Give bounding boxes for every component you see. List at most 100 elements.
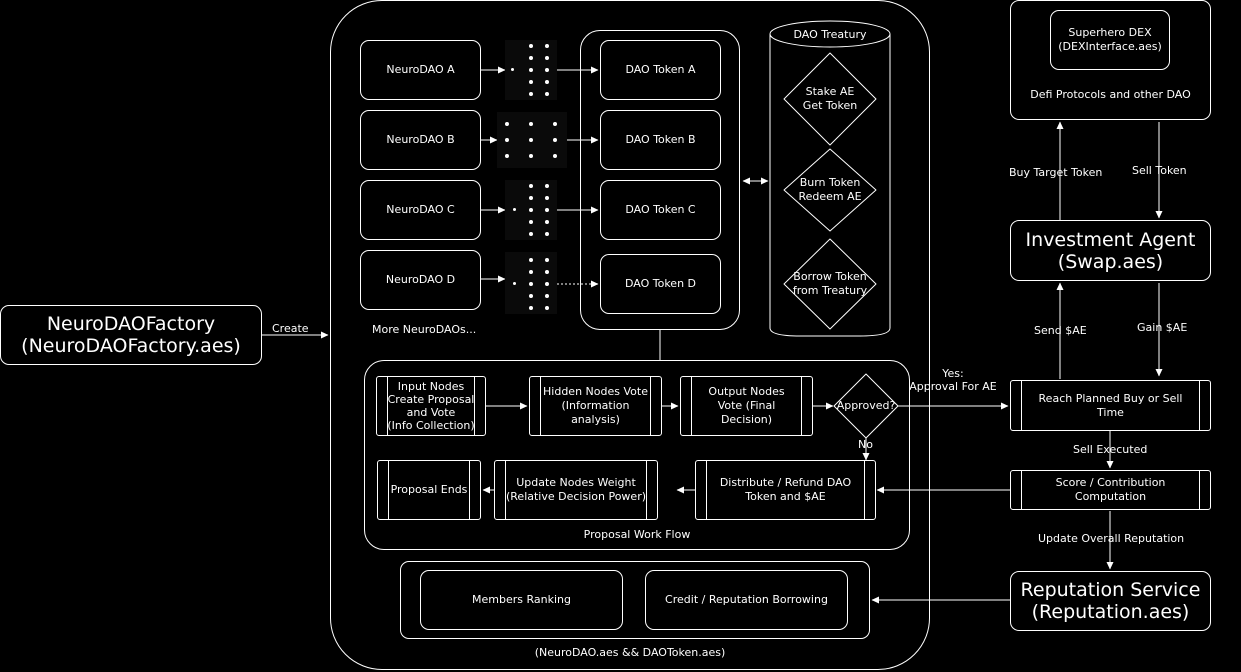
factory-file: (NeuroDAOFactory.aes) bbox=[21, 335, 241, 357]
agent-box[interactable]: Investment Agent (Swap.aes) bbox=[1010, 220, 1211, 281]
send-label: Send $AE bbox=[1034, 324, 1087, 337]
workflow-title: Proposal Work Flow bbox=[583, 528, 691, 541]
token-box-a[interactable]: DAO Token A bbox=[600, 40, 721, 100]
more-daos-label: More NeuroDAOs... bbox=[372, 323, 477, 336]
update-weight-step[interactable]: Update Nodes Weight (Relative Decision P… bbox=[494, 460, 658, 520]
proposal-ends-label: Proposal Ends bbox=[390, 483, 468, 496]
dao-container bbox=[330, 0, 930, 670]
dex-container bbox=[1010, 0, 1211, 120]
dao-box-a[interactable]: NeuroDAO A bbox=[360, 40, 481, 100]
burn-line2: Redeem AE bbox=[798, 190, 862, 203]
dao-footer: (NeuroDAO.aes && DAOToken.aes) bbox=[534, 646, 726, 659]
dex-box[interactable]: Superhero DEX (DEXInterface.aes) bbox=[1050, 10, 1170, 70]
update-line2: (Relative Decision Power) bbox=[505, 490, 647, 503]
hidden-nodes-step[interactable]: Hidden Nodes Vote (Information analysis) bbox=[529, 376, 662, 436]
borrow-line1: Borrow Token bbox=[793, 270, 867, 283]
dao-box-c[interactable]: NeuroDAO C bbox=[360, 180, 481, 240]
dex-caption: Defi Protocols and other DAO bbox=[1030, 88, 1191, 101]
factory-title: NeuroDAOFactory bbox=[46, 313, 216, 335]
input-line1: Input Nodes bbox=[397, 380, 465, 393]
input-nodes-step[interactable]: Input Nodes Create Proposal and Vote (In… bbox=[376, 376, 486, 436]
output-line3: Decision) bbox=[720, 413, 773, 426]
treasury-title: DAO Treatury bbox=[793, 28, 867, 41]
borrow-line2: from Treatury bbox=[792, 284, 868, 297]
input-line3: and Vote bbox=[406, 406, 456, 419]
approval-label: Yes: Approval For AE bbox=[898, 367, 1008, 393]
token-label-d: DAO Token D bbox=[624, 277, 697, 290]
dao-label-a: NeuroDAO A bbox=[386, 63, 455, 76]
output-line2: Vote (Final bbox=[717, 399, 776, 412]
agent-title: Investment Agent bbox=[1025, 228, 1196, 251]
hidden-line3: analysis) bbox=[571, 413, 620, 426]
dao-box-d[interactable]: NeuroDAO D bbox=[360, 250, 481, 310]
network-icon-b bbox=[497, 112, 567, 168]
dex-line2: (DEXInterface.aes) bbox=[1058, 40, 1162, 53]
factory-box[interactable]: NeuroDAOFactory (NeuroDAOFactory.aes) bbox=[0, 305, 262, 365]
reach-line1: Reach Planned Buy or Sell bbox=[1038, 391, 1183, 405]
update-reputation-label: Update Overall Reputation bbox=[1038, 532, 1185, 545]
distribute-line2: Token and $AE bbox=[745, 490, 826, 503]
input-line2: Create Proposal bbox=[387, 393, 475, 406]
dao-label-b: NeuroDAO B bbox=[386, 133, 455, 146]
network-icon-c bbox=[505, 180, 557, 240]
approved-diamond bbox=[833, 373, 899, 439]
burn-line1: Burn Token bbox=[799, 176, 861, 189]
credit-borrowing-box[interactable]: Credit / Reputation Borrowing bbox=[645, 570, 848, 630]
reputation-file: (Reputation.aes) bbox=[1031, 601, 1190, 623]
dao-box-b[interactable]: NeuroDAO B bbox=[360, 110, 481, 170]
reputation-box[interactable]: Reputation Service (Reputation.aes) bbox=[1010, 571, 1211, 631]
token-label-c: DAO Token C bbox=[625, 203, 696, 216]
input-line4: (Info Collection) bbox=[387, 419, 475, 432]
token-label-a: DAO Token A bbox=[625, 63, 696, 76]
reach-planned-box[interactable]: Reach Planned Buy or Sell Time bbox=[1010, 380, 1211, 431]
stake-line1: Stake AE bbox=[805, 85, 855, 98]
score-box[interactable]: Score / Contribution Computation bbox=[1010, 470, 1211, 510]
distribute-line1: Distribute / Refund DAO bbox=[719, 476, 852, 489]
members-ranking-box[interactable]: Members Ranking bbox=[420, 570, 623, 630]
sell-executed-label: Sell Executed bbox=[1073, 443, 1148, 456]
agent-file: (Swap.aes) bbox=[1057, 250, 1164, 273]
reach-line2: Time bbox=[1097, 405, 1124, 419]
reputation-title: Reputation Service bbox=[1020, 579, 1201, 601]
token-group bbox=[580, 30, 740, 330]
token-box-c[interactable]: DAO Token C bbox=[600, 180, 721, 240]
stake-line2: Get Token bbox=[802, 99, 858, 112]
create-label: Create bbox=[272, 322, 309, 335]
output-nodes-step[interactable]: Output Nodes Vote (Final Decision) bbox=[680, 376, 813, 436]
update-line1: Update Nodes Weight bbox=[516, 476, 636, 489]
score-line1: Score / Contribution bbox=[1055, 476, 1166, 489]
token-label-b: DAO Token B bbox=[625, 133, 696, 146]
approval-line2: Approval For AE bbox=[909, 380, 997, 393]
score-line2: Computation bbox=[1074, 490, 1147, 503]
token-box-b[interactable]: DAO Token B bbox=[600, 110, 721, 170]
network-icon-a bbox=[505, 40, 557, 100]
workflow-container bbox=[364, 360, 910, 550]
burn-diamond bbox=[783, 148, 877, 232]
borrow-diamond bbox=[783, 238, 877, 330]
dao-label-c: NeuroDAO C bbox=[386, 203, 455, 216]
no-label: No bbox=[858, 438, 873, 451]
approval-line1: Yes: bbox=[942, 367, 964, 380]
sell-label: Sell Token bbox=[1132, 164, 1187, 177]
members-container bbox=[400, 561, 870, 639]
dex-line1: Superhero DEX bbox=[1068, 26, 1152, 39]
members-ranking-label: Members Ranking bbox=[472, 593, 571, 606]
hidden-line2: (Information bbox=[561, 399, 630, 412]
hidden-line1: Hidden Nodes Vote bbox=[543, 385, 648, 398]
approved-decision[interactable]: Approved? bbox=[834, 374, 898, 438]
token-box-d[interactable]: DAO Token D bbox=[600, 254, 721, 314]
stake-diamond bbox=[783, 52, 877, 146]
distribute-step[interactable]: Distribute / Refund DAO Token and $AE bbox=[695, 460, 876, 520]
output-line1: Output Nodes bbox=[708, 385, 785, 398]
approved-label: Approved? bbox=[836, 399, 896, 412]
buy-label: Buy Target Token bbox=[1009, 166, 1103, 179]
dao-label-d: NeuroDAO D bbox=[385, 273, 456, 286]
gain-label: Gain $AE bbox=[1137, 321, 1188, 334]
proposal-ends-step[interactable]: Proposal Ends bbox=[377, 460, 481, 520]
credit-borrowing-label: Credit / Reputation Borrowing bbox=[665, 593, 828, 606]
network-icon-d bbox=[505, 252, 557, 314]
